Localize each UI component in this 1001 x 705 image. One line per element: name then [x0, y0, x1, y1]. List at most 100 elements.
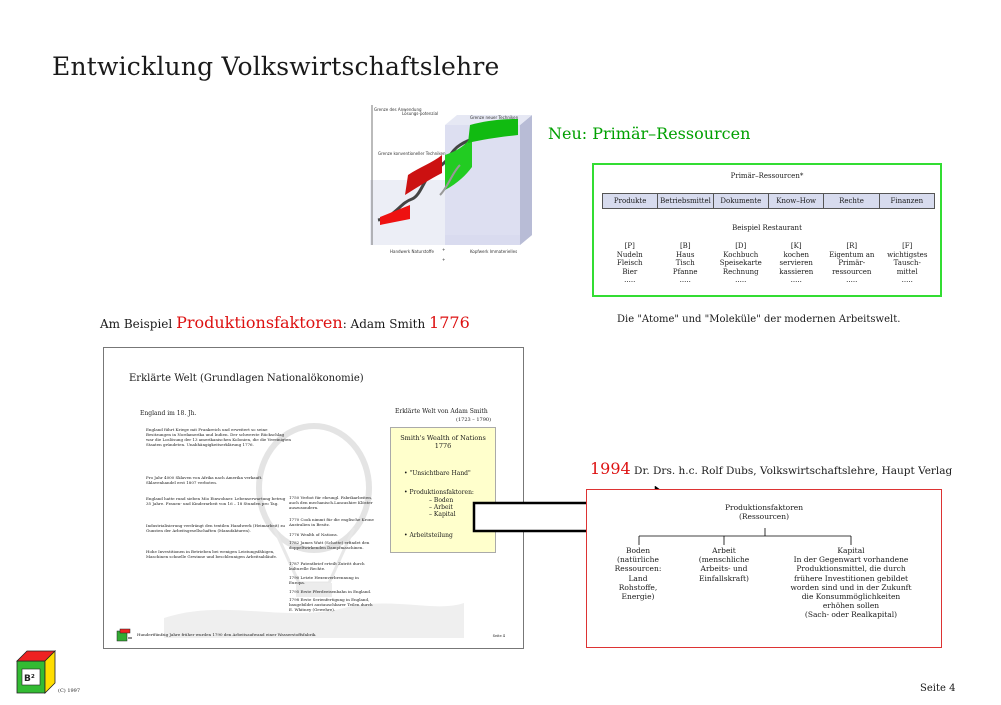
development-figure: Grenze des Anwendung Lösungs-potenzial G…: [350, 95, 545, 270]
slide-erk-title: Erklärte Welt von Adam Smith: [395, 408, 488, 415]
factors-tree-lines: [638, 528, 852, 545]
example-cell: mittel: [896, 267, 918, 276]
example-column-b: [B] Haus Tisch Pfanne .....: [658, 242, 714, 285]
resources-title: Neu: Primär–Ressourcen: [548, 124, 751, 143]
example-cell: .....: [679, 276, 691, 284]
factors-subtitle: (Ressourcen): [738, 512, 790, 521]
wealth-heading: Smith's Wealth of Nations 1776: [391, 434, 495, 450]
factor-line: frühere Investitionen gebildet: [793, 573, 909, 583]
figure-plus-1: +: [442, 247, 445, 252]
smith-heading: Am Beispiel Produktionsfaktoren: Adam Sm…: [100, 313, 470, 332]
logo-text: B²: [24, 674, 35, 684]
dubs-reference: 1994 Dr. Drs. h.c. Rolf Dubs, Volkswirts…: [590, 459, 952, 478]
factors-heading: Produktionsfaktoren (Ressourcen): [587, 503, 941, 521]
slide-paragraph-4: Industrialisierung verdrängt den textile…: [146, 523, 286, 533]
figure-label-peak: Lösungs-potenzial: [402, 111, 438, 116]
smith-prefix: Am Beispiel: [100, 317, 177, 331]
company-logo: B²: [15, 647, 67, 695]
smith-year: 1776: [429, 313, 470, 332]
example-cell: Kochbuch: [723, 250, 759, 259]
figure-label-bottom-right: Kopfwerk Immaterielles: [470, 249, 517, 254]
factor-line: (Sach- oder Realkapital): [804, 610, 898, 620]
factor-arbeit: Arbeit (menschliche Arbeits- und Einfall…: [685, 546, 763, 583]
example-cell: Nudeln: [616, 250, 643, 259]
slide-erk-years: (1723 – 1790): [456, 417, 492, 423]
slide-year-entry: 1776 Wealth of Nations.: [289, 532, 338, 537]
dubs-text: Dr. Drs. h.c. Rolf Dubs, Volkswirtschaft…: [630, 465, 953, 477]
resources-category-bar: Produkte Betriebsmittel Dokumente Know–H…: [602, 193, 935, 209]
slide-logo-icon: [116, 627, 132, 642]
factor-line: Arbeit: [712, 546, 736, 555]
slide-year-entry: 1770 Cook nimmt für die englische Krone …: [289, 517, 374, 527]
example-columns: [P] Nudeln Fleisch Bier ..... [B] Haus T…: [602, 242, 935, 285]
resources-box: Primär–Ressourcen* Produkte Betriebsmitt…: [592, 163, 942, 297]
slide-england-heading: England im 18. Jh.: [140, 410, 197, 417]
slide-paragraph-3: England hatte rund sieben Mio Einwohner.…: [146, 496, 286, 506]
category-produkte: Produkte: [603, 194, 659, 208]
factor-kapital: Kapital In der Gegenwart vorhandene Prod…: [769, 546, 933, 620]
slide-logo-graphic: [116, 628, 132, 642]
resources-caption: Die "Atome" und "Moleküle" der modernen …: [617, 314, 901, 325]
slide-year-entry: 1790 Letzte Hexenverbrennung in Europa.: [289, 575, 359, 585]
factor-line: Produktionsmittel, die durch: [796, 564, 906, 574]
category-know-how: Know–How: [769, 194, 825, 208]
wealth-sub-1: – Boden: [429, 497, 454, 504]
factor-line: Land: [628, 573, 648, 583]
example-cell: .....: [790, 276, 802, 284]
wealth-bullet-3: • Arbeitsteilung: [404, 532, 453, 539]
category-dokumente: Dokumente: [714, 194, 769, 208]
copyright: (C) 1997: [58, 688, 81, 694]
slide-paragraph-2: Pro Jahr 4000 Sklaven von Afrika nach Am…: [146, 475, 263, 485]
example-cell: Tisch: [675, 259, 695, 267]
factors-title: Produktionsfaktoren: [724, 503, 804, 512]
example-title: Beispiel Restaurant: [732, 224, 802, 232]
slide-title: Erklärte Welt (Grundlagen Nationalökonom…: [129, 373, 364, 384]
balloon-watermark: [164, 423, 464, 638]
example-cell: [F]: [902, 242, 913, 250]
slide-paragraph-1: England führt Kriege mit Frankreich und …: [146, 427, 291, 447]
example-cell: Fleisch: [617, 259, 643, 267]
example-column-f: [F] wichtigstes Tausch- mittel .....: [880, 242, 936, 285]
slide-page-number: Seite 4: [492, 634, 505, 638]
figure-label-bottom-left: Handwerk Naturstoffe: [390, 249, 435, 254]
example-cell: .....: [735, 276, 747, 284]
example-column-k: [K] kochen servieren kassieren .....: [769, 242, 825, 285]
wealth-bullet-2: • Produktionsfaktoren:: [404, 489, 474, 496]
category-rechte: Rechte: [824, 194, 880, 208]
factor-line: Ressourcen:: [614, 564, 662, 574]
example-cell: .....: [624, 276, 636, 284]
wealth-bullet-1: • "Unsichtbare Hand": [404, 470, 471, 477]
figure-label-mid: Grenze konventioneller Techniken: [378, 151, 446, 156]
factor-line: Energie): [621, 592, 655, 602]
example-column-d: [D] Kochbuch Speisekarte Rechnung .....: [713, 242, 769, 285]
example-column-p: [P] Nudeln Fleisch Bier .....: [602, 242, 658, 285]
slide-year-entry: 1787 Patentbrief erteilt Zutritt durch k…: [289, 561, 365, 571]
wealth-title: Smith's Wealth of Nations: [400, 434, 486, 442]
example-cell: servieren: [779, 259, 813, 267]
example-cell: Bier: [622, 267, 638, 276]
slide-paragraph-5: Hohe Investitionen in Betrieben bei weni…: [146, 549, 278, 559]
factor-line: erhöhen sollen: [822, 601, 880, 611]
example-cell: kochen: [783, 250, 810, 259]
factor-line: worden sind und in der Zukunft: [790, 582, 912, 592]
example-cell: Speisekarte: [719, 259, 762, 267]
category-betriebsmittel: Betriebsmittel: [658, 194, 714, 208]
example-cell: [K]: [790, 242, 802, 250]
example-cell: ressourcen: [832, 267, 872, 276]
slide-year-entry: 1750 Verbot für ehrungl. Fabrikarbeiten,…: [289, 495, 373, 510]
factor-line: die Konsummöglichkeiten: [801, 592, 901, 602]
factor-boden: Boden (natürliche Ressourcen: Land Rohst…: [601, 546, 675, 601]
example-column-r: [R] Eigentum an Primär- ressourcen .....: [824, 242, 880, 285]
wealth-year: 1776: [434, 442, 452, 450]
example-cell: [B]: [679, 242, 691, 250]
factor-line: (natürliche: [617, 555, 659, 565]
figure-plus-2: +: [442, 257, 445, 262]
resources-box-title: Primär–Ressourcen*: [730, 172, 804, 180]
factor-line: (menschliche: [698, 555, 750, 565]
example-cell: kassieren: [779, 267, 814, 276]
example-cell: .....: [846, 276, 858, 284]
example-cell: Primär-: [838, 259, 866, 267]
example-cell: [P]: [624, 242, 635, 250]
slide-year-entry: 1795 Erste Pferdeeisenbahn in England.: [289, 589, 372, 594]
factor-line: Rohstoffe,: [618, 582, 658, 592]
